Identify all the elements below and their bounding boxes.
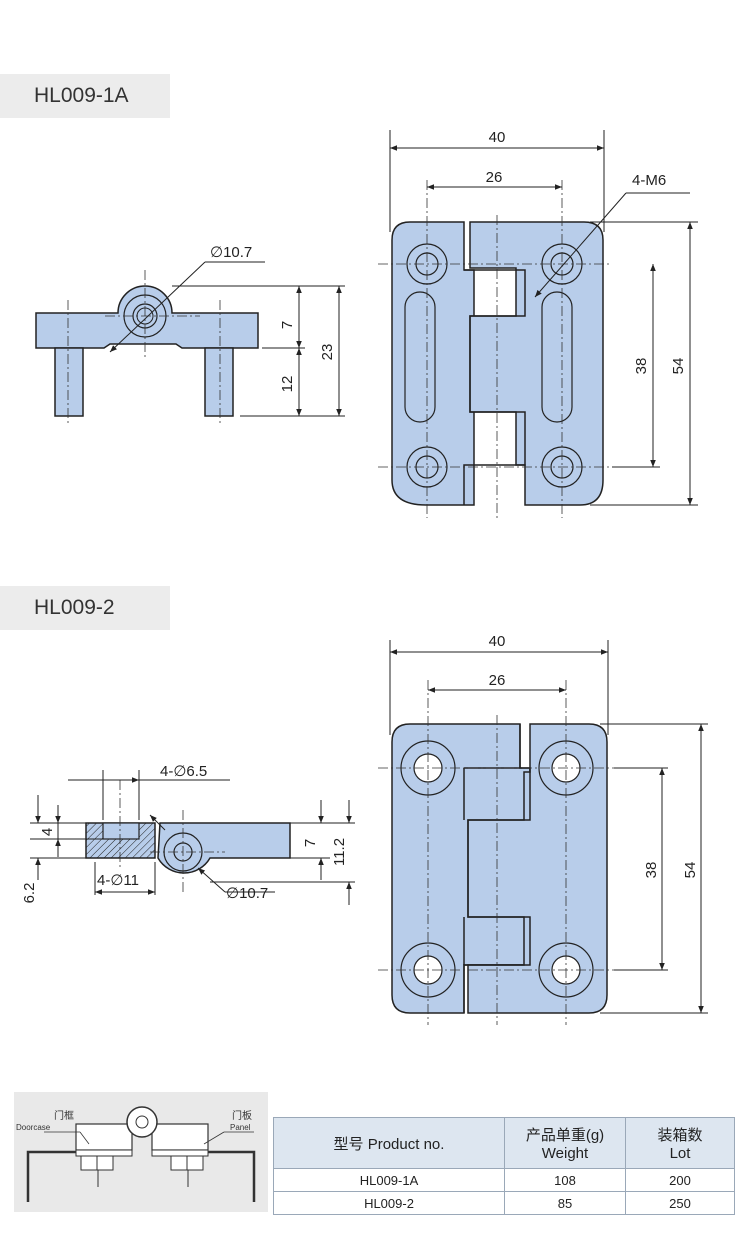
doorcase-cn-label: 门框 [54, 1109, 74, 1122]
pin-diameter-label: ∅10.7 [210, 244, 252, 261]
header-lot-en: Lot [669, 1145, 691, 1162]
header-product: 型号 Product no. [273, 1117, 505, 1169]
dim-7: 7 [279, 321, 296, 329]
dim-23: 23 [319, 344, 336, 361]
dim-7-2: 7 [302, 839, 319, 847]
dim-4: 4 [39, 828, 56, 836]
hl009-1a-side-view: ∅10.7 7 12 23 [35, 244, 345, 425]
section-label-hl009-1a: HL009-1A [0, 74, 170, 118]
table-header-row: 型号 Product no. 产品单重(g) Weight 装箱数 Lot [273, 1117, 735, 1169]
cell-weight: 108 [504, 1168, 626, 1192]
dim-12: 12 [279, 376, 296, 393]
table-row: HL009-2 85 250 [273, 1191, 735, 1215]
header-weight-cn: 产品单重(g) [525, 1127, 605, 1144]
hl009-1a-front-view: 40 26 4-M6 38 54 [378, 129, 698, 518]
dim-width-40-2: 40 [489, 633, 506, 650]
header-weight-en: Weight [541, 1145, 589, 1162]
hl009-2-side-view: 4-∅6.5 4-∅11 ∅10.7 4 6.2 7 11.2 [21, 763, 355, 905]
cell-lot: 200 [625, 1168, 735, 1192]
hl009-2-front-view: 40 26 38 54 [378, 633, 708, 1025]
technical-drawing: ∅10.7 7 12 23 40 26 4-M6 [21, 129, 708, 1025]
installation-diagram: 门框 Doorcase 门板 Panel [14, 1092, 268, 1212]
dim-width-40: 40 [489, 129, 506, 146]
dim-pitch-38: 38 [633, 358, 650, 375]
hole-label: 4-∅6.5 [160, 763, 207, 780]
cell-lot: 250 [625, 1191, 735, 1215]
panel-cn-label: 门板 [232, 1109, 252, 1122]
counterbore-label: 4-∅11 [97, 872, 139, 889]
dim-6-2: 6.2 [21, 883, 38, 904]
dim-height-54: 54 [670, 358, 687, 375]
thread-label: 4-M6 [632, 172, 666, 189]
header-lot: 装箱数 Lot [625, 1117, 735, 1169]
cell-product: HL009-2 [273, 1191, 505, 1215]
cell-weight: 85 [504, 1191, 626, 1215]
section-label-hl009-2: HL009-2 [0, 586, 170, 630]
dim-11-2: 11.2 [331, 838, 348, 866]
dim-pitch-38-2: 38 [643, 862, 660, 879]
panel-en-label: Panel [230, 1123, 251, 1132]
dim-spacing-26: 26 [486, 169, 503, 186]
header-weight: 产品单重(g) Weight [504, 1117, 626, 1169]
pin-diameter-label-2: ∅10.7 [226, 885, 268, 902]
installation-drawing: 门框 Doorcase 门板 Panel [16, 1106, 256, 1202]
table-row: HL009-1A 108 200 [273, 1168, 735, 1192]
cell-product: HL009-1A [273, 1168, 505, 1192]
spec-table: 型号 Product no. 产品单重(g) Weight 装箱数 Lot HL… [273, 1117, 735, 1215]
doorcase-en-label: Doorcase [16, 1123, 51, 1132]
dim-height-54-2: 54 [682, 862, 699, 879]
header-lot-cn: 装箱数 [657, 1127, 703, 1144]
dim-spacing-26-2: 26 [489, 672, 506, 689]
